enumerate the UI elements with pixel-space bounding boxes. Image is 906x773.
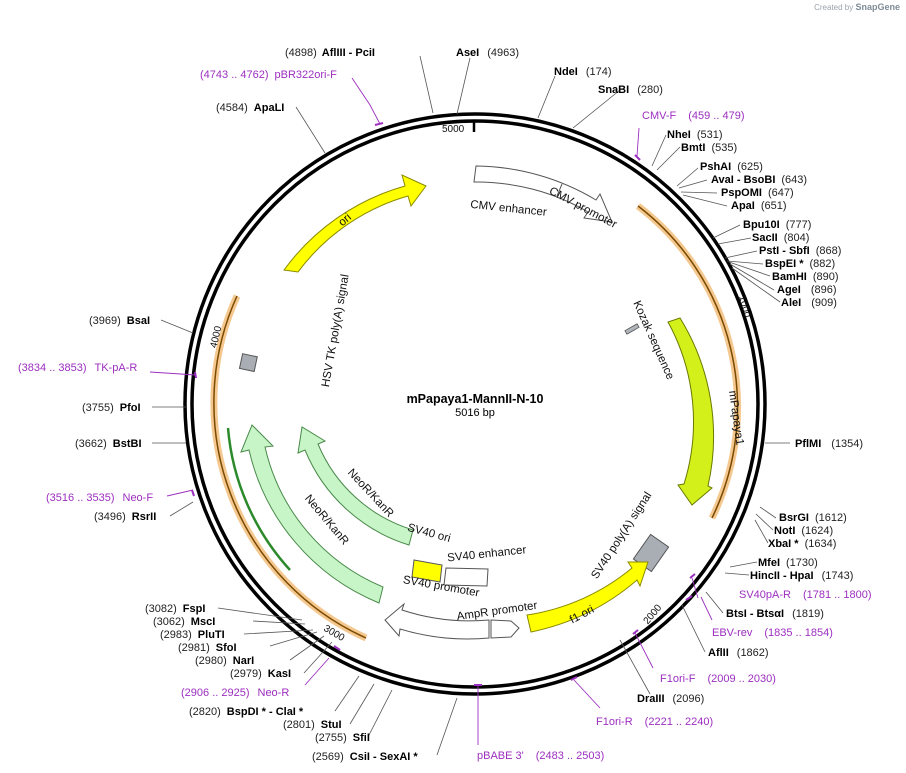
snapgene-credit: Created by SnapGene	[814, 2, 900, 12]
credit-prefix: Created by	[814, 3, 854, 12]
enzyme-snaBI: SnaBI(280)	[598, 84, 663, 96]
primer-neo-r: (2906 .. 2925)Neo-R	[181, 687, 289, 699]
label-ampr-promoter: AmpR promoter	[456, 600, 538, 623]
label-mpapaya1: mPapaya1	[726, 390, 746, 446]
feature-f1-ori	[526, 561, 649, 633]
enzyme-bamHI: BamHI(890)	[772, 271, 839, 283]
cmv-divider	[556, 183, 563, 197]
tick-4000: 4000	[209, 325, 225, 350]
enzyme-bspEI: BspEI *(882)	[765, 258, 835, 270]
enzyme-pluTI: (2983)PluTI	[160, 629, 225, 641]
tick-5000: 5000	[442, 124, 465, 135]
enzyme-pshAI: PshAI(625)	[700, 161, 763, 173]
enzyme-bspDI: (2820)BspDI * - ClaI *	[189, 706, 304, 718]
enzyme-pflMI: PflMI(1354)	[795, 438, 863, 450]
primer-sv40pa-r: SV40pA-R(1781 .. 1800)	[739, 589, 871, 601]
primer-f1ori-r: F1ori-R(2221 .. 2240)	[596, 716, 713, 728]
label-sv40-enhancer: SV40 enhancer	[447, 544, 527, 564]
feature-sv40-promoter	[384, 602, 490, 640]
enzyme-bstBI: (3662)BstBI	[75, 438, 142, 450]
enzyme-bsaI: (3969)BsaI	[89, 315, 150, 327]
primer-pbr322ori-f: (4743 .. 4762)pBR322ori-F	[200, 69, 337, 81]
orf-green-neor	[226, 427, 291, 571]
feature-ampr-promoter-arrow	[490, 619, 520, 639]
snapgene-logo: SnapGene	[855, 2, 900, 12]
feature-sv40-ori	[411, 559, 443, 583]
backbone-outer	[183, 112, 767, 696]
primer-marks	[191, 122, 696, 686]
plasmid-name: mPapaya1-MannII-N-10	[407, 392, 544, 406]
enzyme-notI: NotI(1624)	[774, 525, 833, 537]
primer-tk-pa-r: (3834 .. 3853)TK-pA-R	[18, 362, 137, 374]
label-sv40-ori: SV40 ori	[406, 522, 452, 545]
enzyme-apaI: ApaI(651)	[731, 200, 787, 212]
enzyme-sfoI: (2981)SfoI	[178, 642, 237, 654]
primer-ebv-rev: EBV-rev(1835 .. 1854)	[712, 627, 833, 639]
enzyme-aflII: AflII(1862)	[708, 647, 769, 659]
enzyme-pspOMI: PspOMI(647)	[721, 187, 794, 199]
enzyme-kasI: (2979)KasI	[230, 668, 291, 680]
feature-neor-inner	[297, 426, 414, 546]
orf-line-left	[213, 295, 367, 639]
enzyme-aleI: AleI(909)	[781, 297, 837, 309]
feature-sv40-enhancer	[443, 567, 489, 587]
enzyme-mscI: (3062)MscI	[153, 616, 215, 628]
enzyme-ndeI: NdeI(174)	[554, 66, 612, 78]
orf-line-mpapaya	[637, 205, 739, 519]
enzyme-btsI: BtsI - BtsαI(1819)	[726, 608, 824, 620]
enzyme-fspI: (3082)FspI	[145, 603, 205, 615]
enzyme-narI: (2980)NarI	[195, 655, 254, 667]
primer-neo-f: (3516 .. 3535)Neo-F	[46, 492, 153, 504]
enzyme-bmtI: BmtI(535)	[681, 142, 737, 154]
enzyme-xbaI: XbaI *(1634)	[768, 538, 836, 550]
enzyme-nheI: NheI(531)	[667, 129, 723, 141]
enzyme-sacII: SacII(804)	[752, 232, 809, 244]
feature-ori	[283, 174, 427, 273]
enzyme-ageI: AgeI(896)	[777, 284, 837, 296]
enzyme-pstI: PstI - SbfI(868)	[759, 245, 841, 257]
primer-cmv-f: CMV-F(459 .. 479)	[642, 110, 745, 122]
label-cmv-enhancer: CMV enhancer	[470, 199, 548, 219]
tick-1000: 1000	[736, 294, 752, 319]
feature-mpapaya1	[667, 317, 715, 506]
enzyme-aflIII: (4898)AflIII - PciI	[285, 47, 375, 59]
leader-lines	[152, 55, 790, 756]
enzyme-sfiI: (2755)SfiI	[315, 732, 370, 744]
primer-lines	[149, 77, 713, 745]
feature-neor-outer	[240, 424, 384, 604]
enzyme-rsrII: (3496)RsrII	[94, 511, 156, 523]
label-hsv-tk: HSV TK poly(A) signal	[320, 273, 352, 388]
enzyme-apaLI: (4584)ApaLI	[216, 102, 284, 114]
enzyme-csiI: (2569)CsiI - SexAI *	[312, 751, 418, 763]
enzyme-aseI: AseI(4963)	[456, 47, 519, 59]
enzyme-draIII: DraIII(2096)	[637, 693, 704, 705]
label-kozak: Kozak sequence	[630, 299, 676, 382]
enzyme-bpu10I: Bpu10I(777)	[743, 219, 811, 231]
feature-hsv-tk-polya	[238, 353, 258, 373]
enzyme-hincII: HincII - HpaI(1743)	[750, 570, 853, 582]
enzyme-stuI: (2801)StuI	[283, 719, 342, 731]
feature-cmv	[473, 165, 613, 223]
label-cmv-promoter: CMV promoter	[547, 185, 619, 231]
enzyme-avaI: AvaI - BsoBI(643)	[711, 174, 807, 186]
enzyme-mfeI: MfeI(1730)	[758, 557, 818, 569]
primer-pbabe-3: pBABE 3'(2483 .. 2503)	[477, 750, 604, 762]
plasmid-size: 5016 bp	[455, 407, 495, 419]
primer-f1ori-f: F1ori-F(2009 .. 2030)	[660, 673, 776, 685]
enzyme-bsrGI: BsrGI(1612)	[779, 512, 847, 524]
enzyme-pfoI: (3755)PfoI	[82, 402, 141, 414]
feature-kozak	[624, 323, 640, 335]
